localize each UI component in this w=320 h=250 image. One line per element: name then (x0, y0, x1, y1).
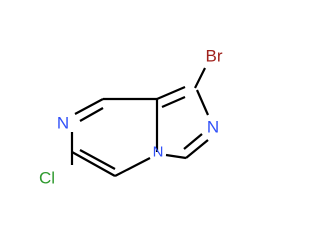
atom-nitrogen-pyrazine: N (57, 114, 69, 133)
bond-c5-n4 (114, 157, 151, 177)
bond-c8-c8a (74, 98, 104, 115)
bond-c1-n2 (195, 89, 210, 116)
bonds (70, 67, 210, 177)
atom-nitrogen-imidazole: N (207, 118, 219, 137)
bond-n2-c3-inner (183, 133, 203, 150)
bond-n2-c3 (185, 139, 209, 159)
bond-c6-c5 (71, 151, 116, 177)
bond-c1-br (194, 67, 206, 89)
bond-c8a-c1 (156, 85, 186, 101)
atom-nitrogen-bridgehead: N (153, 144, 164, 161)
molecule-structure: Br N N N Cl (39, 47, 223, 188)
atom-labels: Br N N N Cl (39, 47, 223, 188)
bond-c6-c5-inner (79, 149, 116, 170)
atom-bromine: Br (206, 47, 223, 66)
bond-c3-n4 (165, 153, 187, 160)
bond-c8a-c1-inner (161, 95, 186, 109)
bond-c8-c8a-inner (79, 107, 104, 122)
atom-chlorine: Cl (39, 169, 55, 188)
